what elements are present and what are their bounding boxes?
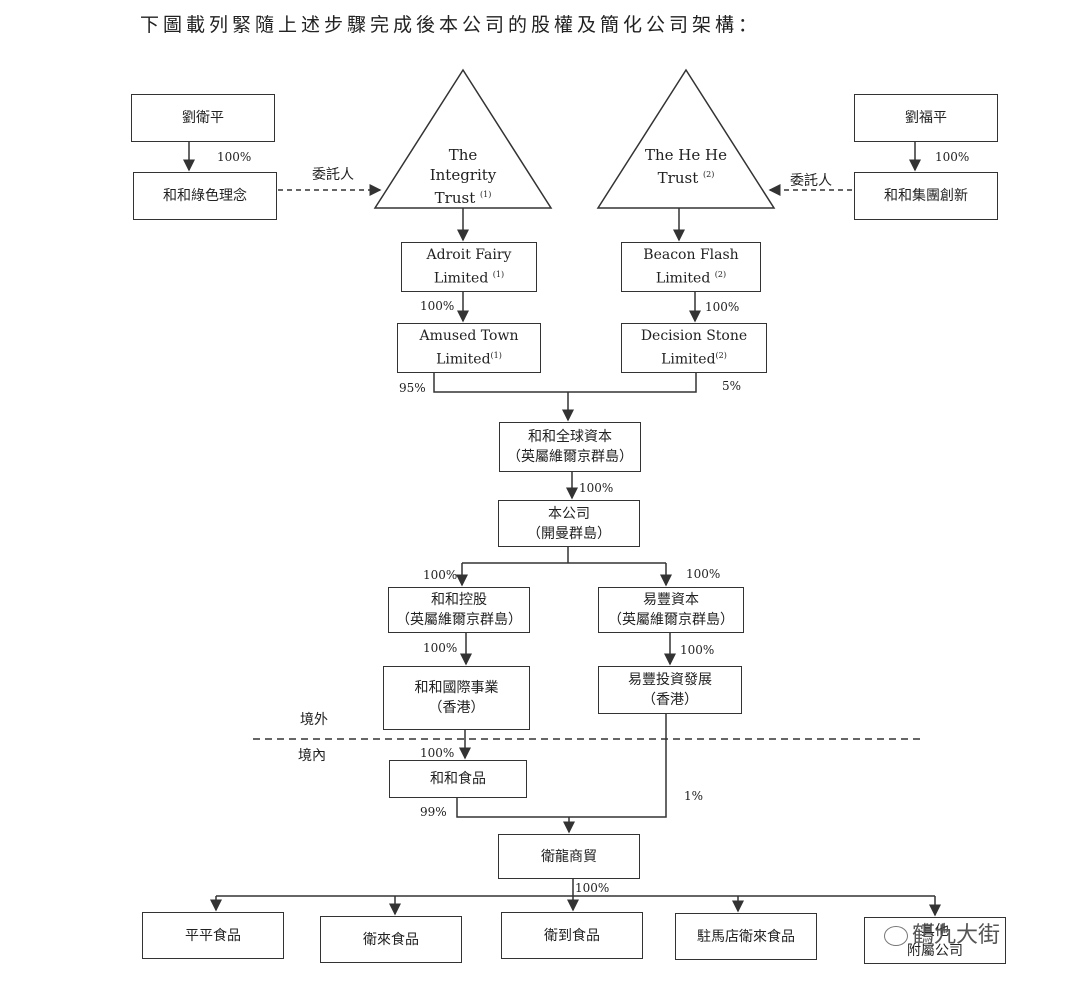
liu-fuping-label: 劉福平 xyxy=(905,110,947,126)
hehe-food-box: 和和食品 xyxy=(389,760,527,798)
watermark: 鶴九大街 xyxy=(884,917,1000,949)
pct-yinvest-weineng: 1% xyxy=(684,789,704,803)
pct-amused: 95% xyxy=(399,381,426,395)
pct-intl: 100% xyxy=(423,641,458,655)
pct-green: 100% xyxy=(217,150,252,164)
pct-subsidiaries: 100% xyxy=(575,881,610,895)
yifeng-invest-box: 易豐投資發展 （香港） xyxy=(598,666,742,714)
trustee-right-label: 委託人 xyxy=(790,173,832,189)
trustee-left-label: 委託人 xyxy=(312,167,354,183)
hehe-intl-box: 和和國際事業 （香港） xyxy=(383,666,530,730)
onshore-label: 境內 xyxy=(298,748,326,764)
subsidiary-zhumadian: 駐馬店衛來食品 xyxy=(675,913,817,960)
liu-weiping-label: 劉衛平 xyxy=(182,110,224,126)
company-box: 本公司 （開曼群島） xyxy=(498,500,640,547)
pct-holdings: 100% xyxy=(423,568,458,582)
hehe-trust-triangle xyxy=(596,68,776,209)
hehe-trust-label: The He He Trust (2) xyxy=(645,146,727,187)
global-capital-box: 和和全球資本 （英屬維爾京群島） xyxy=(499,422,641,472)
pct-food-weineng: 99% xyxy=(420,805,447,819)
weineng-box: 衛龍商貿 xyxy=(498,834,640,879)
pct-company: 100% xyxy=(579,481,614,495)
pct-beacon: 100% xyxy=(705,300,740,314)
decision-stone-box: Decision Stone Limited(2) xyxy=(621,323,767,373)
yifeng-capital-box: 易豐資本 （英屬維爾京群島） xyxy=(598,587,744,633)
hehe-holdings-box: 和和控股 （英屬維爾京群島） xyxy=(388,587,530,633)
pct-group: 100% xyxy=(935,150,970,164)
wechat-icon xyxy=(884,926,908,946)
liu-weiping-box: 劉衛平 xyxy=(131,94,275,142)
pct-yifeng: 100% xyxy=(686,567,721,581)
liu-fuping-box: 劉福平 xyxy=(854,94,998,142)
hehe-group-label: 和和集團創新 xyxy=(884,188,968,204)
subsidiary-pingping: 平平食品 xyxy=(142,912,284,959)
hehe-green-label: 和和綠色理念 xyxy=(163,188,247,204)
subsidiary-weilai: 衛來食品 xyxy=(320,916,462,963)
hehe-group-box: 和和集團創新 xyxy=(854,172,998,220)
offshore-label: 境外 xyxy=(300,712,328,728)
adroit-fairy-box: Adroit Fairy Limited (1) xyxy=(401,242,537,292)
subsidiary-weidao: 衛到食品 xyxy=(501,912,643,959)
pct-adroit: 100% xyxy=(420,299,455,313)
amused-town-box: Amused Town Limited(1) xyxy=(397,323,541,373)
pct-food: 100% xyxy=(420,746,455,760)
pct-decision: 5% xyxy=(722,379,742,393)
hehe-green-box: 和和綠色理念 xyxy=(133,172,277,220)
page-title: 下圖載列緊隨上述步驟完成後本公司的股權及簡化公司架構： xyxy=(140,14,762,36)
pct-yinvest: 100% xyxy=(680,643,715,657)
beacon-flash-box: Beacon Flash Limited (2) xyxy=(621,242,761,292)
integrity-trust-label: The Integrity Trust (1) xyxy=(429,146,497,207)
